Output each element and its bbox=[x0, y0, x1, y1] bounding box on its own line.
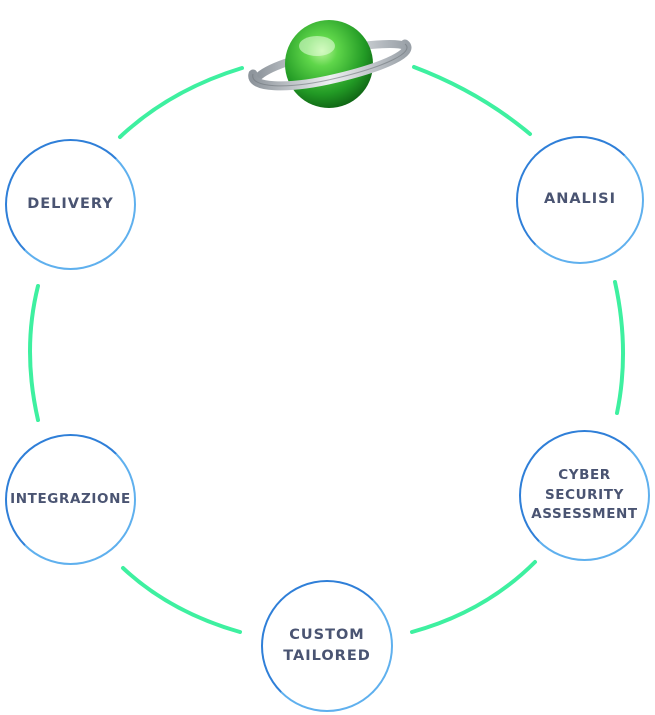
node-custom-tailored[interactable]: CUSTOM TAILORED bbox=[261, 580, 393, 712]
arc-right bbox=[613, 280, 625, 415]
planet-ring-icon bbox=[248, 20, 412, 108]
node-analisi[interactable]: ANALISI bbox=[516, 136, 644, 264]
node-label-delivery: DELIVERY bbox=[27, 195, 114, 212]
node-label-cyber-security-assessment: CYBER SECURITY ASSESSMENT bbox=[531, 467, 638, 523]
node-label-integrazione: INTEGRAZIONE bbox=[10, 490, 131, 507]
arc-bottom-left bbox=[121, 566, 242, 634]
node-delivery[interactable]: DELIVERY bbox=[5, 139, 136, 270]
node-label-custom-tailored: CUSTOM TAILORED bbox=[283, 626, 371, 664]
arc-left bbox=[28, 284, 40, 422]
node-integrazione[interactable]: INTEGRAZIONE bbox=[5, 434, 136, 565]
arc-lower-right bbox=[410, 560, 537, 634]
arc-top-right bbox=[412, 65, 532, 136]
arc-top-left bbox=[118, 66, 244, 139]
node-label-analisi: ANALISI bbox=[543, 191, 617, 208]
node-cyber-security-assessment[interactable]: CYBER SECURITY ASSESSMENT bbox=[519, 430, 650, 561]
